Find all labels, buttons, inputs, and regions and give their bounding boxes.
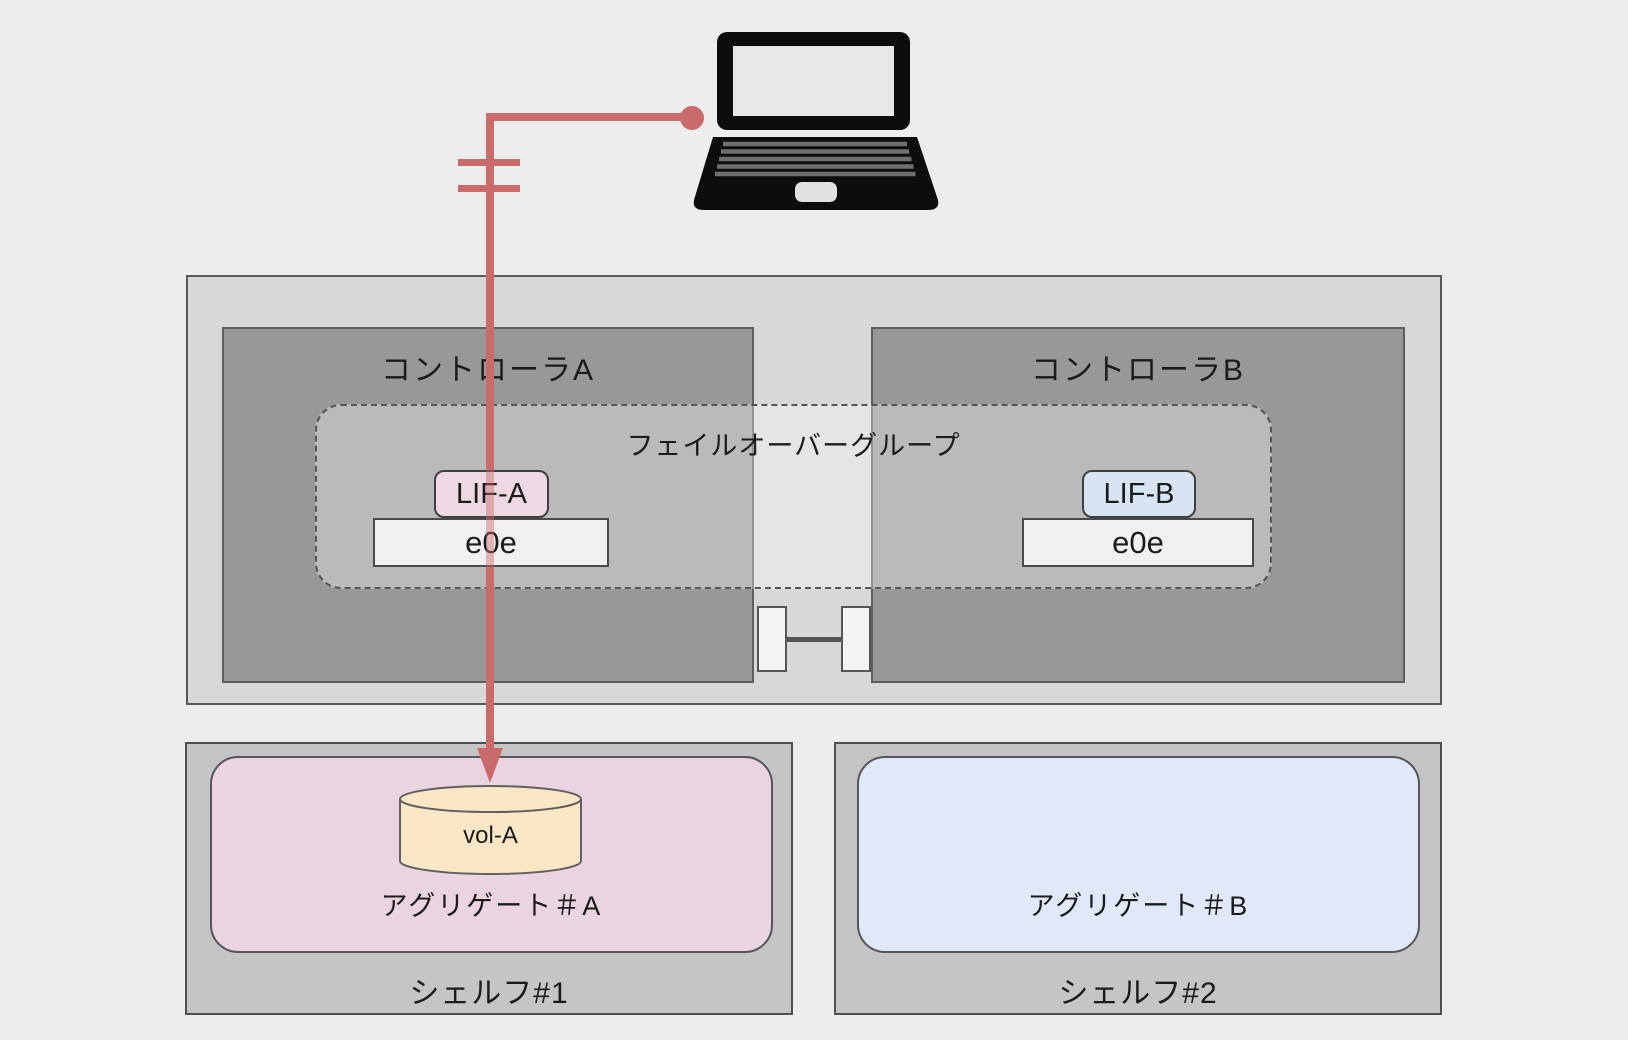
port-e0e-a-box: e0e [373,518,609,567]
connection-line-horizontal [486,113,692,121]
lif-b-label: LIF-B [1103,477,1175,510]
laptop-icon [690,24,944,216]
aggregate-b-box: アグリゲート＃B [857,756,1420,953]
connection-line-vertical-upper [486,113,494,470]
connection-endpoint-dot [680,106,704,130]
lif-a-label: LIF-A [456,477,527,510]
interconnect-link [787,637,841,642]
connection-line-through-lif [486,470,494,567]
connection-arrowhead [477,748,503,783]
aggregate-a-label: アグリゲート＃A [380,891,603,921]
port-e0e-a-label: e0e [465,524,517,560]
connection-line-vertical-lower [486,567,494,748]
port-e0e-b-box: e0e [1022,518,1254,567]
volume-label: vol-A [463,822,518,849]
lif-b-box: LIF-B [1082,470,1196,518]
aggregate-b-label: アグリゲート＃B [1027,891,1250,921]
volume-cylinder-icon [399,785,582,875]
shelf-2-label: シェルフ#2 [1058,977,1218,1010]
port-e0e-b-label: e0e [1112,524,1164,560]
controller-b-label: コントローラB [1030,354,1245,387]
shelf-1-label: シェルフ#1 [409,977,569,1010]
interconnect-port-right [841,606,871,672]
failover-group-label: フェイルオーバーグループ [626,431,961,461]
interconnect-port-left [757,606,787,672]
lif-a-box: LIF-A [434,470,549,518]
